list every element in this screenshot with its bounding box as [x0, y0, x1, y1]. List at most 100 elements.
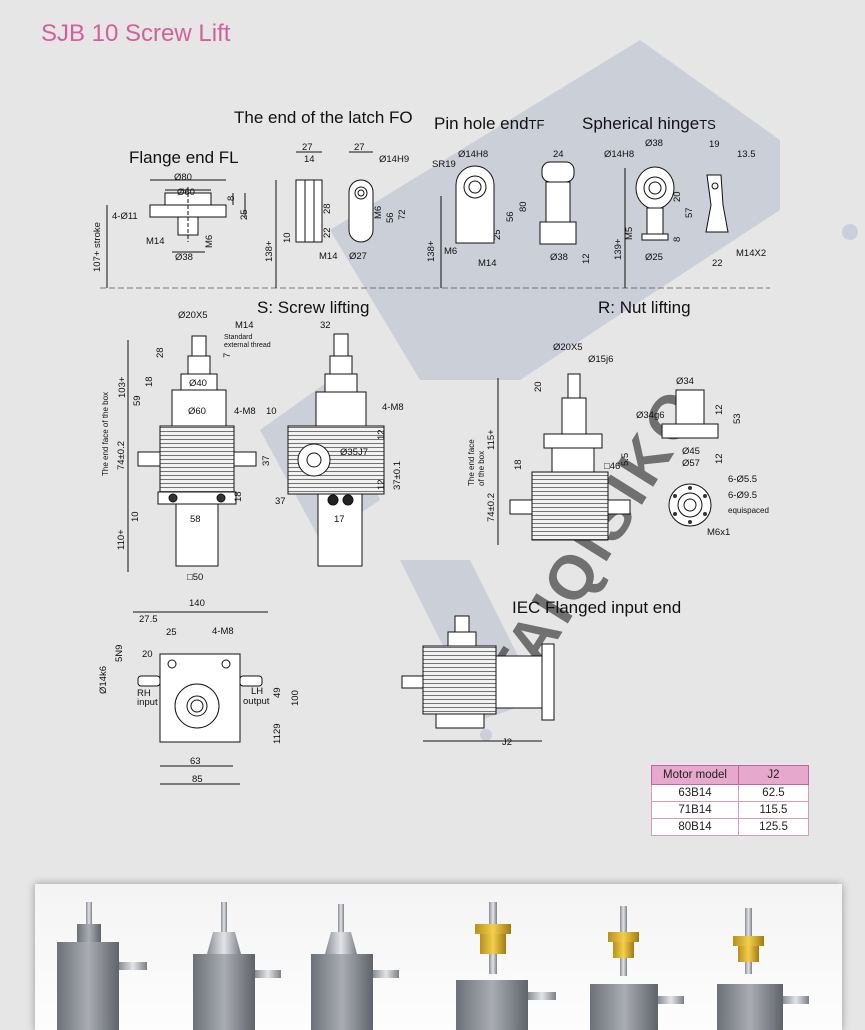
input-view-dims: 140 27.5 25 4-M8 5N9 20 Ø14k6 RH input L…	[98, 598, 301, 785]
dim: Ø60	[188, 406, 206, 417]
dim: 12	[376, 479, 387, 490]
dim: 74±0.2	[486, 493, 497, 522]
dim: 138+	[426, 240, 437, 262]
dim: Ø14k6	[98, 666, 109, 694]
product-photo-2	[193, 902, 281, 1030]
dim: 37	[275, 496, 286, 507]
dim: 80	[518, 201, 529, 212]
table-cell: 80B14	[651, 818, 739, 836]
latch-end-dims: 27 14 27 Ø14H9 28 22 10 M6 56 72 M14 Ø27…	[264, 142, 409, 262]
dim: 20	[672, 191, 683, 202]
dim: 18	[513, 459, 524, 470]
dim: 107+ stroke	[92, 222, 103, 272]
pin-hole-dims: Ø14H8 SR19 25 56 80 M6 M14 24 Ø38 12 138…	[426, 149, 592, 269]
dim: 72	[397, 209, 408, 220]
dim: The end face	[467, 439, 476, 486]
dim: 59	[132, 395, 143, 406]
dim: Ø38	[175, 252, 193, 263]
dim: external thread	[224, 342, 271, 349]
dim: 27	[302, 142, 313, 153]
dim: 32	[320, 320, 331, 331]
dim: Ø57	[682, 458, 700, 469]
table-cell: 63B14	[651, 784, 739, 802]
screw-lifting-front	[127, 335, 257, 572]
table-cell: 125.5	[738, 818, 809, 836]
dim: Ø34	[676, 376, 694, 387]
dim: Ø27	[349, 251, 367, 262]
product-photo-1	[57, 902, 147, 1030]
screw-lifting-front-dims: Ø20X5 M14 Standard external thread 7 28 …	[101, 310, 277, 583]
dim: 28	[322, 203, 333, 214]
dim: input	[137, 697, 158, 708]
dim: 4-M8	[234, 406, 256, 417]
dim: 10	[266, 406, 277, 417]
dim: of the box	[477, 451, 486, 486]
dim: 20	[533, 381, 544, 392]
dim: Standard	[224, 334, 253, 341]
dim: M14X2	[736, 248, 766, 259]
dim: M14	[319, 251, 337, 262]
dim: □50	[187, 572, 203, 583]
dim: 37	[261, 455, 272, 466]
product-photo-5	[590, 906, 684, 1030]
table-header-row: Motor model J2	[651, 765, 809, 785]
dim: 5.5	[620, 453, 631, 466]
dim-j2: J2	[502, 737, 512, 748]
dim: 110+	[116, 529, 127, 550]
dim: 17	[334, 514, 345, 525]
dim: Ø80	[174, 172, 192, 183]
dim: M6	[444, 246, 457, 257]
spherical-code: TS	[699, 117, 716, 132]
table-row: 71B14 115.5	[651, 801, 809, 819]
dim: 49	[272, 687, 283, 698]
heading-spherical: Spherical hingeTS	[582, 114, 716, 134]
dim: RH	[137, 688, 151, 699]
dim: 18	[144, 376, 155, 387]
dim: 100	[290, 690, 301, 706]
dim: Ø40	[189, 378, 207, 389]
dim: 25	[492, 229, 503, 240]
dim: Ø60	[177, 187, 195, 198]
dim: M6	[204, 235, 215, 248]
dim: SR19	[432, 159, 456, 170]
dim: Ø34g6	[636, 410, 665, 421]
dim: 4-M8	[382, 402, 404, 413]
dim: M14	[478, 258, 496, 269]
dim: 20	[142, 649, 153, 660]
dim: Ø20X5	[178, 310, 208, 321]
input-view-drawing	[133, 611, 268, 785]
dim: 6-Ø5.5	[728, 474, 757, 485]
dim: 6-Ø9.5	[728, 490, 757, 501]
table-row: 63B14 62.5	[651, 784, 809, 802]
dim: 103+	[117, 376, 128, 398]
dim: 28	[155, 347, 166, 358]
dim: □46	[604, 461, 620, 472]
nut-lifting-dims: Ø20X5 Ø15j6 20 Ø34 Ø34g6 12 53 The end f…	[467, 342, 769, 538]
dim: Ø14H8	[604, 149, 634, 160]
motor-table: Motor model J2 63B14 62.5 71B14 115.5 80…	[651, 765, 809, 836]
dim: 53	[732, 413, 743, 424]
dim: M6	[373, 206, 384, 219]
heading-screw-lifting: S: Screw lifting	[257, 298, 370, 317]
dim: 29	[272, 723, 283, 734]
dim: 22	[322, 227, 333, 238]
pin-hole-text: Pin hole end	[434, 114, 529, 133]
product-photo-6	[717, 908, 809, 1030]
table-cell: 62.5	[738, 784, 809, 802]
dim: 63	[190, 756, 201, 767]
dim: 25	[166, 627, 177, 638]
dim: 74±0.2	[116, 441, 127, 470]
dim: 12	[581, 253, 592, 264]
latch-end-drawing	[275, 151, 374, 288]
heading-iec-input: IEC Flanged input end	[512, 598, 682, 617]
dim: 18	[233, 491, 244, 502]
screw-lifting-side	[287, 333, 385, 567]
dim: 13.5	[737, 149, 756, 160]
dim: Ø35J7	[340, 447, 368, 458]
dim: M14	[146, 236, 164, 247]
nut-lifting-drawing	[497, 373, 719, 545]
table-cell: 115.5	[738, 801, 809, 819]
dim: 8	[672, 237, 683, 242]
dim: 5N9	[114, 645, 125, 662]
